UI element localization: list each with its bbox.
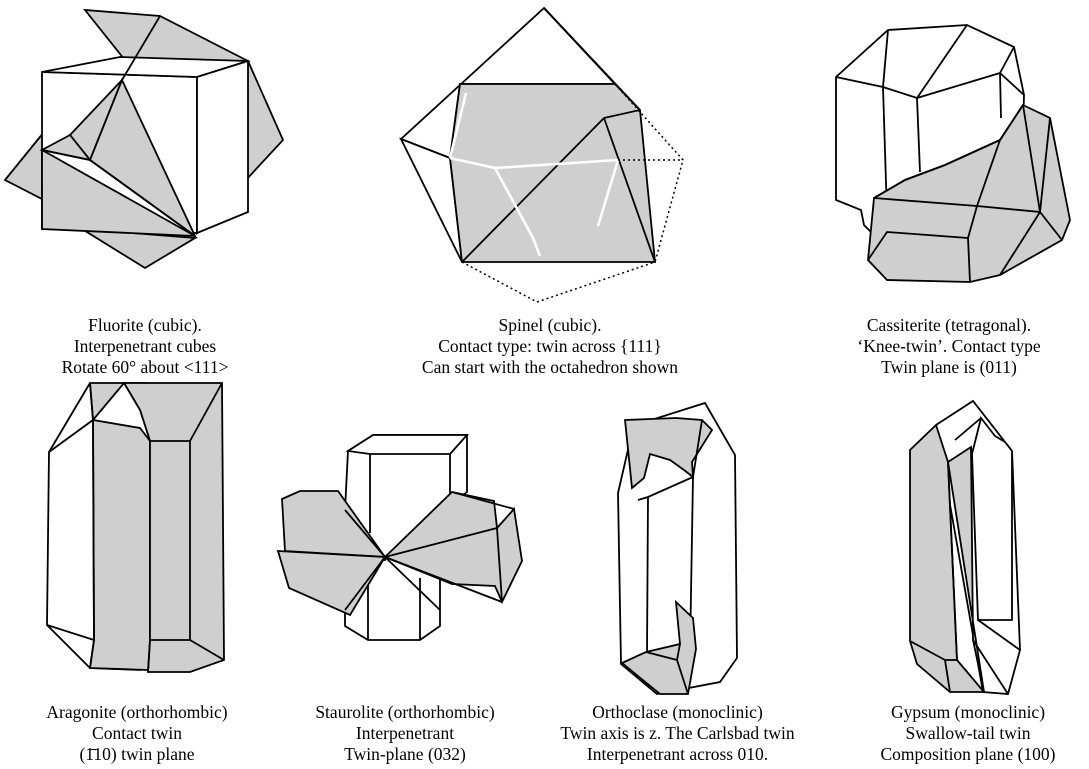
- spinel-caption-line-3: Can start with the octahedron shown: [390, 357, 710, 378]
- gypsum-caption-line-3: Composition plane (100): [850, 744, 1086, 765]
- aragonite-caption-line-2: Contact twin: [12, 723, 262, 744]
- spinel-caption-line-2: Contact type: twin across {111}: [390, 336, 710, 357]
- spinel-caption-line-1: Spinel (cubic).: [390, 315, 710, 336]
- aragonite-caption: Aragonite (orthorhombic) Contact twin (1…: [12, 702, 262, 765]
- cassiterite-caption-line-3: Twin plane is (011): [829, 357, 1069, 378]
- orthoclase-caption-line-3: Interpenetrant across 010.: [535, 744, 820, 765]
- cassiterite-caption-line-1: Cassiterite (tetragonal).: [829, 315, 1069, 336]
- staurolite-caption-line-2: Interpenetrant: [285, 723, 525, 744]
- cassiterite-drawing: [836, 25, 1070, 282]
- cassiterite-caption: Cassiterite (tetragonal). ‘Knee-twin’. C…: [829, 315, 1069, 378]
- gypsum-caption-line-1: Gypsum (monoclinic): [850, 702, 1086, 723]
- fluorite-caption-line-2: Interpenetrant cubes: [45, 336, 245, 357]
- spinel-caption: Spinel (cubic). Contact type: twin acros…: [390, 315, 710, 378]
- staurolite-caption: Staurolite (orthorhombic) Interpenetrant…: [285, 702, 525, 765]
- orthoclase-caption-line-2: Twin axis is z. The Carlsbad twin: [535, 723, 820, 744]
- aragonite-caption-line-3: (1̄10) twin plane: [12, 744, 262, 765]
- cassiterite-caption-line-2: ‘Knee-twin’. Contact type: [829, 336, 1069, 357]
- orthoclase-caption-line-1: Orthoclase (monoclinic): [535, 702, 820, 723]
- fluorite-drawing: [5, 10, 283, 268]
- fluorite-caption-line-3: Rotate 60° about <111>: [45, 357, 245, 378]
- aragonite-caption-line-1: Aragonite (orthorhombic): [12, 702, 262, 723]
- spinel-drawing: [401, 8, 683, 302]
- orthoclase-caption: Orthoclase (monoclinic) Twin axis is z. …: [535, 702, 820, 765]
- aragonite-drawing: [47, 383, 224, 672]
- staurolite-caption-line-3: Twin-plane (032): [285, 744, 525, 765]
- gypsum-caption: Gypsum (monoclinic) Swallow-tail twin Co…: [850, 702, 1086, 765]
- gypsum-caption-line-2: Swallow-tail twin: [850, 723, 1086, 744]
- fluorite-caption-line-1: Fluorite (cubic).: [45, 315, 245, 336]
- gypsum-drawing: [910, 401, 1020, 694]
- staurolite-caption-line-1: Staurolite (orthorhombic): [285, 702, 525, 723]
- orthoclase-drawing: [618, 403, 737, 694]
- fluorite-caption: Fluorite (cubic). Interpenetrant cubes R…: [45, 315, 245, 378]
- staurolite-drawing: [278, 435, 522, 640]
